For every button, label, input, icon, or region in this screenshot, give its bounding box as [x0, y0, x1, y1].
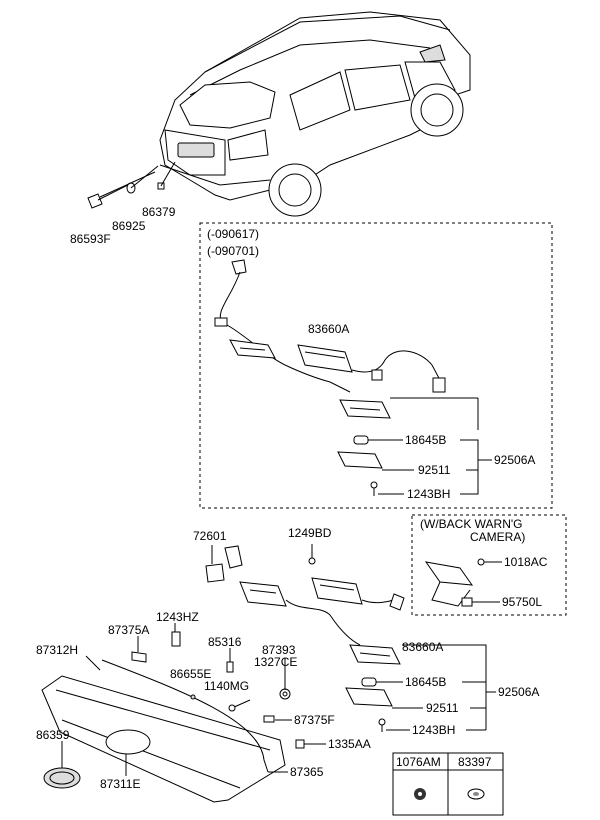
- label-86655E: 86655E: [170, 667, 211, 681]
- switch-72601: [205, 545, 243, 583]
- lens-92511-top: [337, 451, 383, 469]
- label-87312H: 87312H: [36, 643, 78, 657]
- label-87365: 87365: [290, 765, 324, 779]
- label-87375F: 87375F: [294, 713, 335, 727]
- bolt-1243HZ: [171, 631, 181, 647]
- label-83660A-bottom: 83660A: [402, 640, 443, 654]
- clip-1335AA: [295, 739, 305, 749]
- label-92511-bottom: 92511: [426, 701, 459, 715]
- label-1140MG: 1140MG: [204, 679, 249, 693]
- nut-1076AM-icon: [414, 788, 426, 800]
- label-1243HZ: 1243HZ: [156, 610, 199, 624]
- camera-box-title-2: CAMERA): [470, 530, 525, 544]
- camera-box-title-1: (W/BACK WARN'G: [420, 517, 523, 531]
- label-87375A: 87375A: [108, 623, 149, 637]
- bolt-1249BD: [308, 544, 316, 565]
- fastener-85316: [226, 661, 234, 673]
- label-86379: 86379: [142, 205, 176, 219]
- screw-1140MG: [228, 699, 251, 712]
- label-18645B-bottom: 18645B: [405, 675, 446, 689]
- screw-1243BH-bottom: [378, 718, 386, 732]
- label-1243BH-top: 1243BH: [407, 487, 450, 501]
- leader-car-3: [160, 161, 176, 187]
- wire-harness-bottom: [239, 577, 405, 665]
- label-83660A-top: 83660A: [308, 322, 349, 336]
- label-92506A-top: 92506A: [494, 453, 535, 467]
- lens-92511-bottom: [345, 687, 393, 707]
- label-87393: 87393: [262, 643, 296, 657]
- label-1243BH-bottom: 1243BH: [412, 723, 455, 737]
- leader-87312H: [85, 655, 101, 671]
- clip-87375A: [131, 651, 147, 663]
- label-95750L: 95750L: [502, 595, 542, 609]
- camera-box: [411, 514, 567, 616]
- emblem-86359: [43, 767, 81, 789]
- label-1249BD: 1249BD: [288, 526, 332, 540]
- legend-col1-header: 1076AM: [396, 755, 441, 769]
- label-1335AA: 1335AA: [328, 737, 371, 751]
- label-86925: 86925: [112, 219, 146, 233]
- leader-83660A-bottom: [402, 644, 487, 730]
- screw-1018AC: [477, 558, 485, 566]
- leader-car-2: [130, 165, 159, 189]
- early-model-box: [199, 222, 553, 509]
- camera-95750L: [424, 561, 474, 607]
- bracket-top: [460, 439, 479, 495]
- date-range-1: (-090617): [207, 227, 259, 241]
- screw-1243BH-top: [370, 481, 378, 496]
- label-86593F: 86593F: [70, 232, 111, 246]
- label-72601: 72601: [193, 529, 227, 543]
- legend-table: 1076AM 83397: [392, 752, 504, 816]
- legend-col2-header: 83397: [458, 755, 492, 769]
- seal-87365: [101, 659, 269, 773]
- clip-87375F: [263, 715, 275, 723]
- nut-87393: [279, 688, 291, 700]
- bulb-18645B-top: [353, 435, 369, 445]
- date-range-2: (-090701): [207, 244, 259, 258]
- label-87311E: 87311E: [100, 777, 140, 791]
- label-92506A-bottom: 92506A: [498, 685, 539, 699]
- label-92511-top: 92511: [418, 463, 451, 477]
- label-18645B-top: 18645B: [405, 433, 446, 447]
- label-1018AC: 1018AC: [504, 555, 548, 569]
- label-85316: 85316: [208, 635, 242, 649]
- label-1327CE: 1327CE: [254, 655, 297, 669]
- bulb-18645B-bottom: [361, 677, 377, 687]
- label-86359: 86359: [36, 728, 70, 742]
- grommet-83397-icon: [467, 788, 485, 800]
- car-illustration: [159, 11, 471, 217]
- garnish-87311E: [41, 675, 286, 803]
- wire-harness-top: [214, 259, 446, 419]
- fastener-86655E: [190, 694, 196, 700]
- fastener-86593F: [87, 183, 131, 209]
